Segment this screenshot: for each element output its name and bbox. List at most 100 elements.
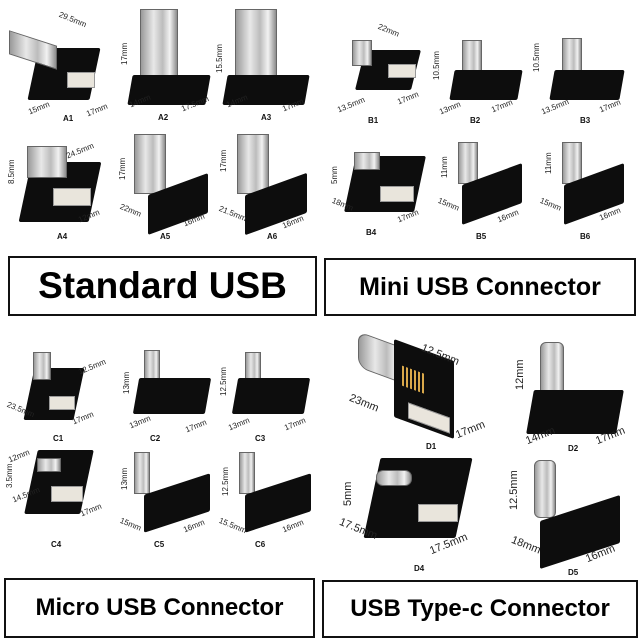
connector-board: [132, 378, 212, 414]
product-code: C6: [255, 540, 266, 549]
product-a4: 24.5mm 8.5mm 12mm A4: [5, 132, 105, 242]
dim-width: 13.5mm: [540, 97, 571, 117]
product-code: B1: [368, 116, 379, 125]
product-a6: 17mm 21.5mm 16mm A6: [215, 128, 315, 241]
product-code: B6: [580, 232, 591, 241]
dim-depth: 17mm: [184, 417, 208, 435]
dim-length: 29.5mm: [57, 10, 88, 30]
dim-height: 10.5mm: [432, 51, 441, 80]
ffc-socket: [51, 486, 83, 502]
section-title-standard-usb: Standard USB: [8, 256, 317, 316]
dim-depth: 17mm: [85, 101, 109, 119]
product-code: C5: [154, 540, 165, 549]
dim-width: 13mm: [128, 413, 152, 431]
dim-width: 16mm: [281, 517, 305, 535]
mini-usb-socket-metal: [354, 152, 380, 170]
usb-plug-metal: [235, 9, 277, 81]
product-code: A2: [158, 113, 169, 122]
dim-length: 24.5mm: [65, 141, 96, 161]
dim-width: 12.5mm: [77, 357, 108, 377]
dim-width: 13mm: [227, 415, 251, 433]
product-c1: 12.5mm 23.5mm 17mm C1: [5, 338, 108, 448]
ffc-socket: [418, 504, 458, 522]
product-code: A1: [63, 114, 74, 123]
usb-plug-metal: [140, 9, 178, 81]
dim-height: 11mm: [544, 152, 553, 174]
mini-usb-plug-metal: [352, 40, 372, 66]
type-c-socket-metal: [376, 470, 412, 486]
dim-width: 13.5mm: [336, 95, 367, 115]
dim-height: 12mm: [514, 359, 526, 390]
dim-length: 15.5mm: [217, 516, 248, 536]
product-code: C1: [53, 434, 64, 443]
dim-length: 15mm: [118, 516, 143, 533]
usb-plug-metal: [237, 134, 269, 194]
connector-board: [449, 70, 523, 100]
product-b1: 22mm 13.5mm 17mm B1: [330, 10, 430, 125]
product-d1: 12.5mm 23mm 17mm D1: [338, 330, 498, 455]
micro-usb-socket-metal: [37, 458, 61, 472]
product-b6: 11mm 15mm 16mm B6: [530, 130, 630, 241]
product-a2: 17mm 14mm 17.5mm A2: [118, 5, 218, 122]
product-code: C3: [255, 434, 266, 443]
product-b4: 5mm 18mm 17mm B4: [330, 130, 430, 240]
usb-socket-metal: [27, 146, 67, 178]
product-b3: 10.5mm 13.5mm 17mm B3: [530, 10, 630, 125]
micro-usb-plug-metal: [33, 352, 51, 380]
product-code: B5: [476, 232, 487, 241]
ffc-socket: [388, 64, 416, 78]
dim-length: 18mm: [509, 534, 543, 557]
dim-length: 15mm: [538, 196, 563, 213]
product-code: A6: [267, 232, 278, 241]
product-code: C4: [51, 540, 62, 549]
product-code: A5: [160, 232, 171, 241]
product-c6: 12.5mm 15.5mm 16mm C6: [215, 444, 315, 554]
product-code: D5: [568, 568, 579, 577]
section-title-micro-usb: Micro USB Connector: [4, 578, 315, 638]
dim-height: 12.5mm: [219, 367, 228, 396]
dim-height: 12.5mm: [221, 467, 230, 496]
dim-length: 22mm: [376, 22, 401, 39]
ffc-socket: [67, 72, 95, 88]
product-code: D4: [414, 564, 425, 573]
dim-height: 8.5mm: [7, 159, 16, 184]
dim-height: 17mm: [118, 157, 127, 180]
dim-depth: 17mm: [79, 501, 103, 519]
product-code: A3: [261, 113, 272, 122]
micro-usb-plug-metal: [239, 452, 255, 494]
mini-usb-plug-metal: [562, 142, 582, 184]
connector-board: [231, 378, 311, 414]
dim-height: 12.5mm: [508, 470, 520, 510]
product-code: A4: [57, 232, 68, 241]
dim-depth: 17mm: [598, 97, 622, 115]
type-c-plug-metal: [534, 460, 556, 518]
product-b2: 10.5mm 13mm 17mm B2: [430, 10, 530, 125]
product-code: D1: [426, 442, 437, 451]
dim-height: 3.5mm: [5, 463, 14, 488]
product-c2: 13mm 13mm 17mm C2: [118, 338, 218, 448]
dim-height: 5mm: [342, 481, 354, 506]
dim-height: 10.5mm: [532, 43, 541, 72]
dim-length: 21.5mm: [217, 204, 248, 224]
dim-height: 5mm: [330, 166, 339, 184]
ffc-socket: [380, 186, 414, 202]
product-code: D2: [568, 444, 579, 453]
dim-height: 13mm: [122, 371, 131, 394]
product-code: B4: [366, 228, 377, 237]
dim-depth: 17mm: [283, 415, 307, 433]
dim-width: 12mm: [7, 447, 31, 465]
product-b5: 11mm 15mm 16mm B5: [430, 130, 530, 241]
product-a1: 29.5mm 15mm 17mm A1: [5, 10, 109, 123]
dim-width: 15mm: [27, 99, 51, 117]
dim-length: 23mm: [347, 392, 381, 415]
product-c4: 12mm 3.5mm 14.5mm 17mm C4: [5, 444, 105, 554]
product-c3: 12.5mm 13mm 17mm C3: [215, 338, 315, 448]
usb-plug-metal: [134, 134, 166, 194]
product-d5: 12.5mm 18mm 16mm D5: [500, 450, 635, 580]
connector-board: [549, 70, 625, 100]
section-title-type-c: USB Type-c Connector: [322, 580, 638, 638]
product-code: C2: [150, 434, 161, 443]
ffc-socket: [49, 396, 75, 410]
product-code: B2: [470, 116, 481, 125]
dim-length: 15mm: [436, 196, 461, 213]
